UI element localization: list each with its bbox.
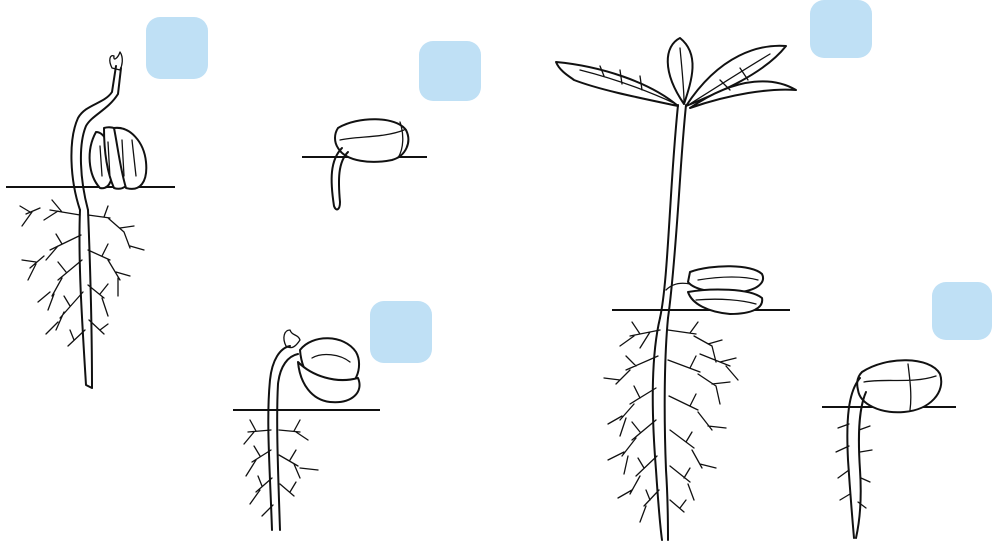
true-leaves [556, 38, 796, 108]
lateral-roots [836, 424, 872, 508]
label-box-stage-d [810, 0, 872, 58]
stage-emerging-hooked-seedling [233, 330, 380, 530]
cotyledons [666, 266, 763, 314]
stage-mature-seedling [556, 38, 796, 540]
cotyledons [90, 127, 147, 189]
lateral-roots [604, 322, 738, 522]
label-box-stage-b [419, 41, 481, 101]
primary-root [847, 378, 866, 538]
stage-seed-radicle [302, 119, 427, 209]
label-box-stage-e [932, 282, 992, 340]
seed [857, 360, 941, 412]
lateral-roots [244, 420, 318, 516]
label-box-stage-c [370, 301, 432, 363]
stage-seed-emerged-root [822, 360, 956, 538]
primary-root [653, 318, 668, 540]
label-box-stage-a [146, 17, 208, 79]
stem [268, 346, 298, 530]
seed-coat-cotyledons [298, 338, 360, 402]
plumule [284, 330, 300, 348]
stage-germinating-seedling-cotyledons [6, 52, 175, 388]
primary-root [79, 210, 92, 388]
stem [660, 105, 686, 318]
